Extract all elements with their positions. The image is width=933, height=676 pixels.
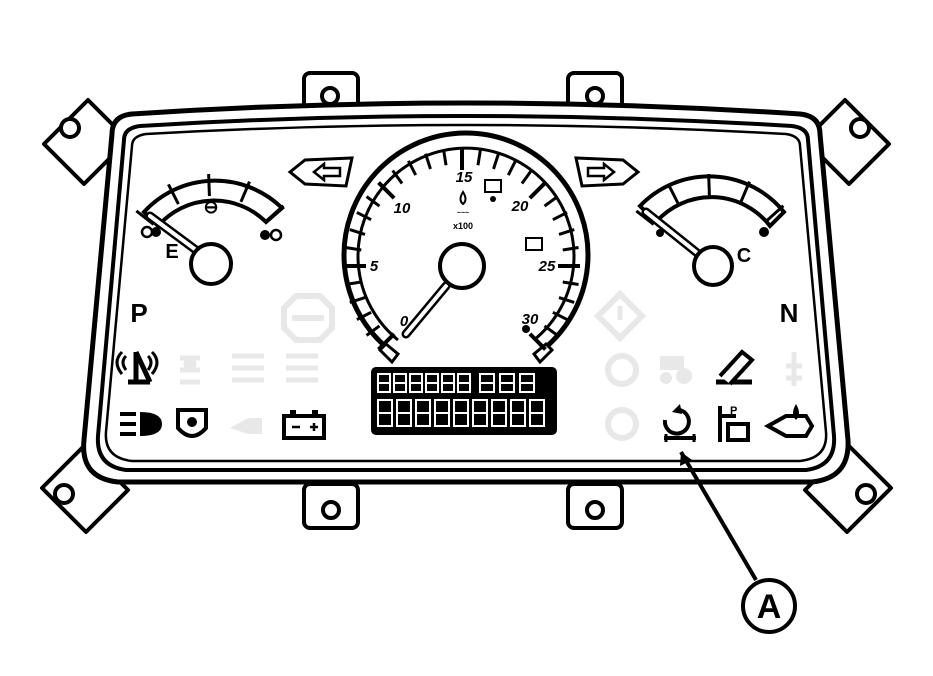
tach-label-25: 25 bbox=[538, 258, 556, 275]
tach-label-0: 0 bbox=[400, 313, 409, 330]
tach-tick bbox=[543, 195, 559, 208]
neutral-indicator: N bbox=[780, 298, 799, 328]
tach-tick bbox=[356, 310, 372, 321]
four-wheel-drive-icon bbox=[180, 355, 200, 385]
tach-tick bbox=[476, 149, 482, 166]
fuel-tick bbox=[239, 181, 251, 203]
tach-tick bbox=[424, 153, 432, 170]
fuel-full-dot-outline bbox=[269, 228, 283, 242]
tach-tick bbox=[528, 332, 547, 351]
tach-tick bbox=[558, 228, 575, 236]
svg-text:P: P bbox=[730, 405, 737, 417]
tach-tick bbox=[442, 149, 448, 166]
fuel-tick bbox=[167, 183, 180, 205]
engine-oil-drop-icon bbox=[459, 190, 467, 206]
tach-tick bbox=[562, 280, 579, 286]
tach-tick bbox=[552, 310, 568, 321]
tach-tick bbox=[543, 324, 559, 337]
turn-signal-right-icon bbox=[574, 156, 641, 188]
tach-tick bbox=[407, 160, 418, 176]
callout-letter: A bbox=[757, 588, 782, 626]
tractor-icon bbox=[660, 356, 692, 384]
fuel-gauge-letter: E bbox=[165, 241, 178, 263]
fuel-gauge: ⊖ E bbox=[135, 174, 285, 286]
gear-icon bbox=[605, 353, 639, 387]
temp-tick bbox=[765, 204, 785, 222]
tach-tick bbox=[345, 246, 362, 252]
tach-tick bbox=[558, 296, 575, 304]
tach-label-10: 10 bbox=[394, 200, 411, 217]
brake-engage-icon bbox=[662, 404, 696, 442]
temp-hot-dot bbox=[759, 227, 769, 237]
pto-speed-icon-1 bbox=[484, 179, 502, 193]
engine-coolant-icon bbox=[605, 407, 639, 441]
tach-tick bbox=[349, 296, 366, 304]
battery-icon bbox=[282, 410, 326, 440]
tach-tick bbox=[345, 280, 362, 286]
tach-tick bbox=[365, 324, 381, 337]
park-indicator: P bbox=[130, 298, 147, 328]
tach-tick bbox=[506, 160, 517, 176]
fuel-tick bbox=[207, 174, 211, 197]
cruise-icon bbox=[786, 352, 802, 386]
tach-tick bbox=[391, 169, 404, 185]
axle-lock-icon bbox=[286, 353, 318, 383]
fuel-empty-dot-fill bbox=[151, 227, 161, 237]
tach-unit-label: x100 bbox=[453, 221, 473, 231]
lcd-bottom-row bbox=[377, 399, 545, 427]
tach-tick bbox=[552, 211, 568, 222]
turn-signal-left-icon bbox=[287, 156, 354, 188]
tach-tick bbox=[349, 228, 366, 236]
fuel-empty-dot bbox=[140, 225, 154, 239]
lcd-top-row bbox=[377, 373, 535, 393]
tach-rpm-mark: ~~~ bbox=[457, 210, 469, 217]
tach-tick bbox=[528, 181, 547, 200]
air-filter-icon bbox=[176, 408, 208, 438]
differential-lock-icon bbox=[232, 353, 264, 383]
fuel-half-mark: ⊖ bbox=[203, 197, 218, 217]
fuel-full-dot bbox=[260, 230, 270, 240]
fuel-needle-hub bbox=[189, 242, 233, 286]
mounting-tab-bottom-center-left bbox=[302, 482, 360, 530]
implement-lift-icon bbox=[716, 349, 755, 386]
tach-tick bbox=[365, 195, 381, 208]
temp-tick bbox=[707, 174, 711, 197]
temp-gauge-letter: C bbox=[737, 245, 751, 267]
tach-label-20: 20 bbox=[511, 198, 529, 215]
tach-tick bbox=[562, 246, 579, 252]
mounting-tab-bottom-center-right bbox=[566, 482, 624, 530]
lcd-display bbox=[371, 367, 557, 435]
stop-warning-icon bbox=[281, 293, 335, 343]
tach-label-15: 15 bbox=[456, 169, 473, 186]
temp-tick bbox=[667, 183, 680, 205]
tach-needle-hub bbox=[438, 242, 486, 290]
tach-tick bbox=[492, 153, 500, 170]
pto-speed-icon-2 bbox=[525, 237, 543, 251]
oil-pressure-icon bbox=[763, 404, 815, 438]
caution-diamond-icon bbox=[593, 289, 647, 343]
temp-cold-dot bbox=[656, 229, 664, 237]
callout-a: A bbox=[679, 450, 797, 634]
radar-sensor-icon bbox=[115, 350, 159, 385]
tachometer: 0 5 10 15 20 25 30 ~~~ x100 bbox=[341, 130, 591, 365]
hitch-icon bbox=[230, 418, 262, 434]
tach-tick bbox=[520, 169, 533, 185]
tach-label-30: 30 bbox=[522, 311, 539, 328]
temp-tick bbox=[635, 209, 655, 226]
coolant-temperature-gauge: C bbox=[635, 174, 787, 287]
temp-tick bbox=[739, 181, 751, 203]
tach-tick bbox=[356, 211, 372, 222]
fuel-tick bbox=[265, 204, 285, 222]
temp-needle-hub bbox=[692, 245, 734, 287]
headlight-icon bbox=[120, 412, 162, 436]
tach-tick bbox=[377, 181, 396, 200]
tach-label-5: 5 bbox=[370, 258, 379, 275]
tach-tick bbox=[377, 332, 396, 351]
parking-brake-icon: P bbox=[718, 405, 750, 442]
